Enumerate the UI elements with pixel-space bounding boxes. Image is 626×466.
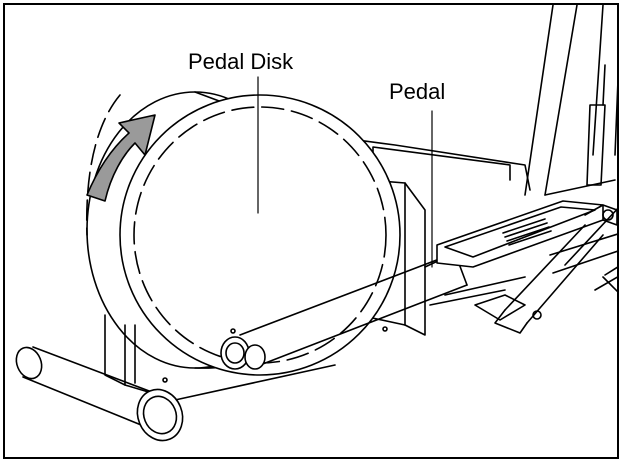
pedal-arm	[220, 252, 526, 370]
handle-lever	[494, 208, 617, 334]
pedal-disk-label: Pedal Disk	[188, 49, 294, 74]
pedal-platform	[436, 200, 617, 268]
rotation-arrow-icon	[86, 114, 156, 202]
diagram-frame: Pedal Disk Pedal	[3, 3, 619, 459]
upright-frame	[524, 5, 617, 291]
callout-lines	[257, 76, 433, 268]
elliptical-illustration	[15, 5, 617, 442]
front-stabilizer	[15, 346, 184, 442]
pedal-label: Pedal	[389, 79, 446, 104]
rear-stabilizer	[549, 233, 617, 293]
